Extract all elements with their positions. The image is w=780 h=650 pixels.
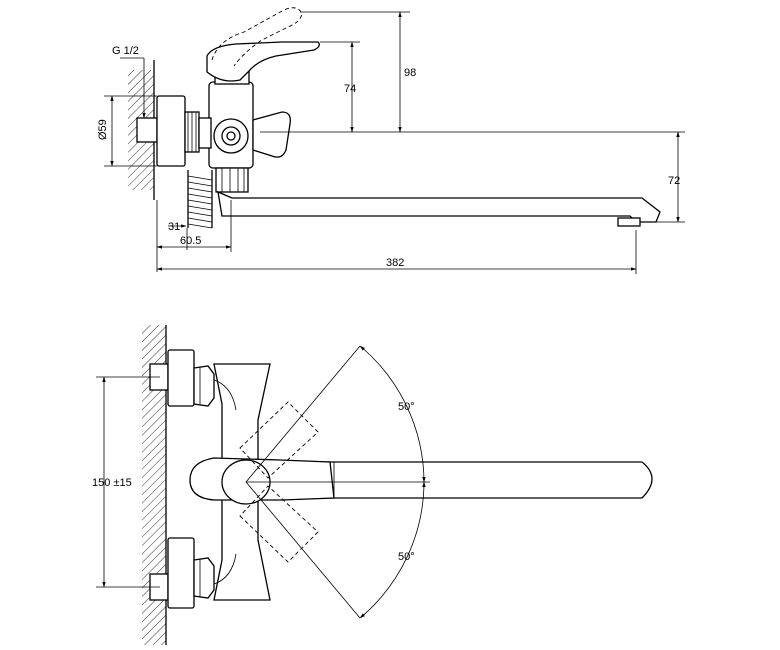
decor-cup-lower bbox=[167, 537, 195, 609]
angle-upper: 50° bbox=[398, 401, 415, 413]
lever-rotated-down bbox=[239, 485, 319, 563]
top-view: 50° 50° 150 ±15 bbox=[92, 325, 653, 645]
aerator bbox=[617, 217, 641, 227]
nut-lower bbox=[193, 557, 215, 599]
decor-cup-upper bbox=[167, 349, 195, 407]
dim-74: 74 bbox=[344, 83, 356, 95]
dim-31: 31 bbox=[168, 221, 180, 233]
dim-150: 150 ±15 bbox=[92, 477, 132, 489]
body-inlet bbox=[198, 117, 212, 149]
thread-label: G 1/2 bbox=[112, 45, 139, 57]
spout-nut bbox=[215, 167, 249, 193]
dim-diameter-59: Ø59 bbox=[97, 119, 109, 140]
angle-arc-upper bbox=[359, 345, 426, 483]
mixer-body-side bbox=[208, 81, 254, 169]
angle-lower: 50° bbox=[398, 551, 415, 563]
spout-top bbox=[255, 461, 653, 499]
lever-raised-outline bbox=[211, 7, 303, 67]
wall-connector bbox=[136, 117, 158, 143]
lever-rotated-up bbox=[239, 401, 319, 479]
side-view: 98 74 72 31 60.5 382 Ø59 G 1/2 bbox=[97, 7, 685, 274]
dim-60-5: 60.5 bbox=[180, 235, 201, 247]
dim-98: 98 bbox=[404, 67, 416, 79]
spout-side bbox=[217, 190, 661, 223]
angle-arc-lower bbox=[359, 481, 426, 619]
shower-hose bbox=[187, 170, 213, 229]
diverter-handle bbox=[252, 111, 291, 158]
nut-upper bbox=[193, 365, 215, 407]
lever-handle bbox=[206, 41, 320, 82]
decor-cup bbox=[156, 95, 186, 167]
diverter-knob bbox=[213, 118, 249, 154]
dim-382: 382 bbox=[386, 257, 404, 269]
dim-72: 72 bbox=[668, 175, 680, 187]
